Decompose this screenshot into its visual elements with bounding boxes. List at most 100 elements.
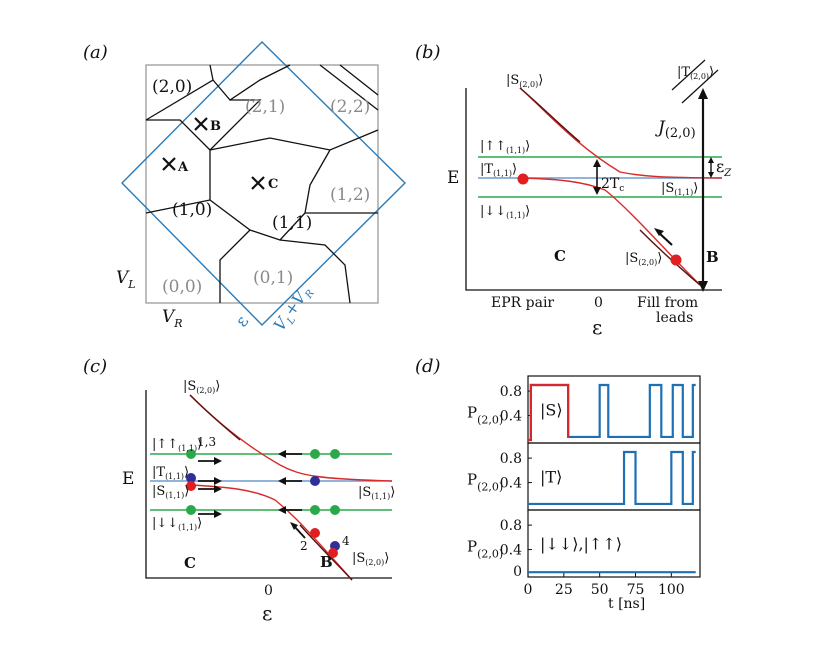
xtick-label-3: 75: [627, 582, 645, 598]
point-c-label-b: C: [554, 247, 566, 265]
panel-b-x-label: ε: [592, 315, 602, 339]
ytick-label-0-0: 0.8: [500, 384, 522, 400]
region-1-0: (1,0): [172, 200, 212, 220]
dot-upup-l: [186, 449, 196, 459]
tc-arrow-top: [593, 159, 601, 167]
trace-line-1: [528, 450, 696, 506]
region-2-1: (2,1): [245, 97, 285, 117]
state-s11-r-c: |S(1,1)⟩: [358, 485, 395, 501]
tc-arrow-bottom: [593, 187, 601, 195]
panel-c-axes: [145, 390, 392, 579]
panel-d: (d) 0.80.4P(2,0)|S⟩0.80.4P(2,0)|T⟩0.80.4…: [415, 356, 701, 612]
point-c: C: [251, 176, 278, 192]
xtick-label-1: 25: [555, 582, 573, 598]
ez-label: εZ: [716, 157, 732, 179]
ytick-label-zero: 0: [513, 564, 522, 580]
state-dndn-b: |↓↓(1,1)⟩: [480, 204, 530, 220]
panel-b-y-label: E: [447, 168, 459, 188]
panel-d-label: (d): [415, 356, 441, 377]
ytick-label-2-1: 0.4: [500, 543, 522, 559]
panel-c-x-label: ε: [262, 601, 272, 625]
tc-label: 2Tc: [601, 176, 624, 194]
s11-dot-b: [517, 173, 529, 185]
point-c-label-c: C: [184, 554, 196, 572]
ez-arrow-bottom: [708, 172, 714, 178]
point-b-label-b: B: [706, 248, 719, 266]
trace-state-1: |T⟩: [540, 468, 562, 487]
s20-upper-dark-c: [189, 394, 241, 441]
panel-b-label: (b): [415, 42, 441, 63]
j-label: J(2,0): [655, 118, 696, 141]
state-upup-b: |↑↑(1,1)⟩: [480, 139, 530, 155]
charge-boundaries: [145, 64, 379, 304]
panel-c-label: (c): [83, 356, 107, 377]
s20-lower-branch: [521, 177, 701, 286]
point-b-label-c: B: [320, 553, 333, 571]
state-t11-b: |T(1,1)⟩: [480, 162, 517, 178]
s20-upper-branch: [519, 87, 723, 179]
dot-dndn-l: [186, 505, 196, 515]
panel-d-x-label: t [ns]: [608, 596, 645, 612]
panel-b-axes: [465, 88, 722, 291]
panel-b: (b) E |S(2,0)⟩ |T(2,0)⟩ |↑↑(1,1)⟩ |T(1,1…: [415, 42, 732, 339]
ytick-label-1-1: 0.4: [500, 476, 522, 492]
point-b: B: [194, 117, 221, 134]
trace-state-2: |↓↓⟩,|↑↑⟩: [540, 535, 622, 554]
point-a: A: [162, 157, 189, 175]
arrow-2: [293, 525, 306, 539]
dot-s20-red-c: [310, 528, 320, 538]
tick-epr: EPR pair: [491, 295, 554, 311]
region-1-2: (1,2): [330, 185, 370, 205]
trace-frame-2: [527, 509, 701, 578]
s20-upper-dark: [519, 87, 581, 143]
ez-arrow-top: [708, 157, 714, 163]
point-a-label: A: [177, 160, 189, 175]
tick-zero-b: 0: [594, 295, 603, 311]
dot-upup-r2: [330, 449, 340, 459]
dot-t11-l: [186, 473, 196, 483]
state-s20-top-c: |S(2,0)⟩: [183, 379, 220, 395]
dot-t11-r: [310, 476, 320, 486]
dot-dndn-r1: [310, 505, 320, 515]
label-2: 2: [300, 539, 308, 553]
t20-line-2: [681, 69, 719, 104]
dot-s11-l: [186, 481, 196, 491]
label-4: 4: [342, 534, 350, 548]
xtick-label-2: 50: [591, 582, 609, 598]
panel-c-y-label: E: [122, 469, 134, 489]
s20-arrow-b-head: [654, 228, 664, 236]
t20-line-1: [671, 59, 706, 91]
ytick-label-0-1: 0.4: [500, 409, 522, 425]
axis-vl: VL: [116, 268, 136, 291]
xtick-label-0: 0: [524, 582, 533, 598]
state-t20-b: |T(2,0)⟩: [677, 65, 714, 81]
region-1-1: (1,1): [272, 213, 312, 233]
panel-c: (c) E |S(2,0): [83, 356, 395, 625]
panel-a-label: (a): [83, 42, 108, 63]
dot-upup-r1: [310, 449, 320, 459]
rotated-sum-label: VL+VR: [270, 281, 317, 336]
tick-fill-2: leads: [656, 310, 693, 326]
region-2-0: (2,0): [152, 77, 192, 97]
arrows-right: [198, 457, 222, 518]
j-arrow-bottom: [698, 281, 708, 292]
state-s20-bot-c: |S(2,0)⟩: [352, 551, 389, 567]
s20-dot-b: [670, 254, 682, 266]
state-t11-c: |T(1,1)⟩: [152, 465, 189, 481]
arrow-2-head: [290, 522, 298, 530]
arrows-left: [278, 450, 302, 514]
ytick-label-1-0: 0.8: [500, 451, 522, 467]
state-s20-top-b: |S(2,0)⟩: [506, 73, 543, 89]
state-dndn-c: |↓↓(1,1)⟩: [152, 516, 202, 532]
point-c-label: C: [268, 177, 278, 192]
state-upup-c: |↑↑(1,1)⟩: [152, 437, 202, 453]
trace-state-0: |S⟩: [540, 401, 563, 420]
panel-d-plots: 0.80.4P(2,0)|S⟩0.80.4P(2,0)|T⟩0.80.40P(2…: [467, 375, 701, 598]
dot-s20-red2-c: [328, 548, 338, 558]
trace-red-segment: [528, 383, 570, 442]
s20-upper-c: [189, 394, 393, 482]
rotated-frame: [121, 41, 406, 326]
tick-zero-c: 0: [264, 583, 273, 599]
j-arrow-top: [698, 88, 708, 99]
